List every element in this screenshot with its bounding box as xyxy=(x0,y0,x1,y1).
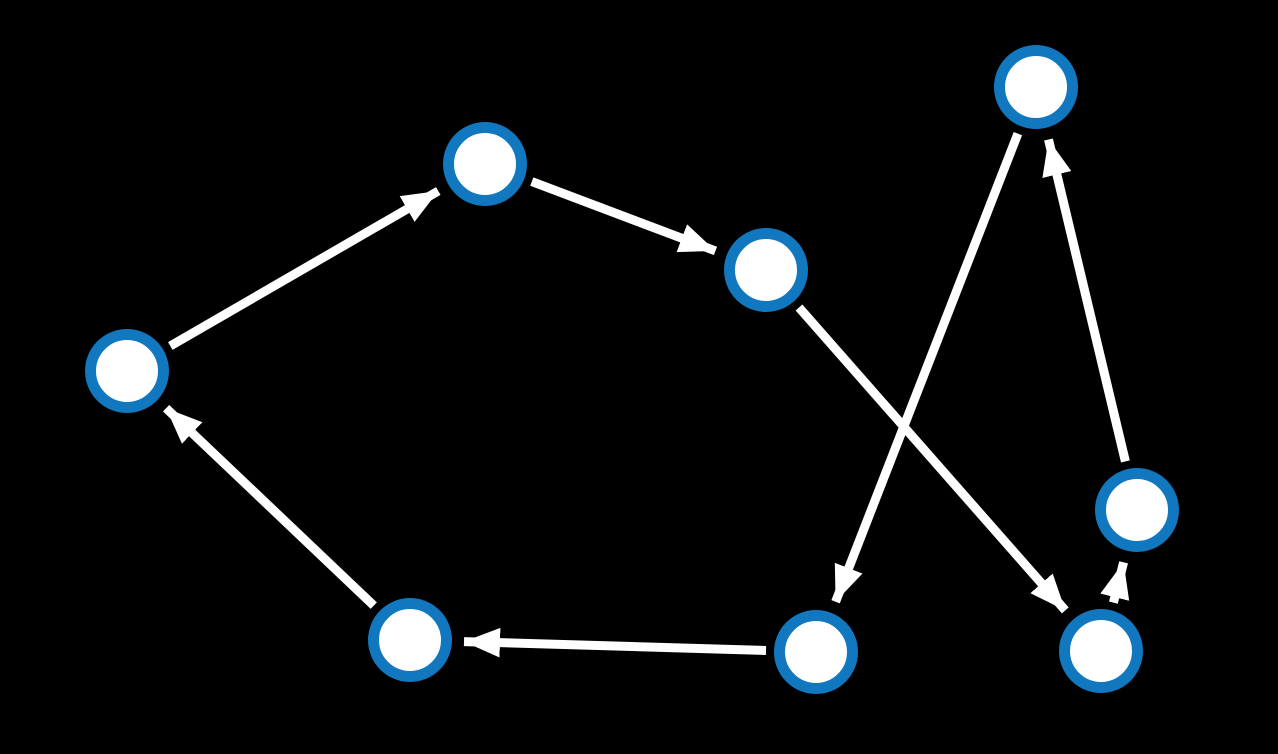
graph-edge-n5-n1 xyxy=(1042,138,1130,463)
graph-node-n2[interactable] xyxy=(443,122,527,206)
graph-edge-n8-n5 xyxy=(1100,561,1130,604)
graph-edge-n7-n6 xyxy=(463,627,767,658)
graph-node-n6[interactable] xyxy=(368,598,452,682)
graph-edge-n4-n2 xyxy=(168,187,441,350)
graph-node-n7[interactable] xyxy=(774,610,858,694)
graph-node-n1[interactable] xyxy=(994,45,1078,129)
graph-node-n4[interactable] xyxy=(85,329,169,413)
graph-edge-n3-n8 xyxy=(795,304,1069,614)
graph-node-n8[interactable] xyxy=(1059,609,1143,693)
graph-edge-n6-n4 xyxy=(162,404,377,609)
graph-edge-n2-n3 xyxy=(530,177,718,256)
graph-node-n3[interactable] xyxy=(724,228,808,312)
graph-edge-n1-n7 xyxy=(831,131,1023,604)
graph-node-n5[interactable] xyxy=(1095,468,1179,552)
